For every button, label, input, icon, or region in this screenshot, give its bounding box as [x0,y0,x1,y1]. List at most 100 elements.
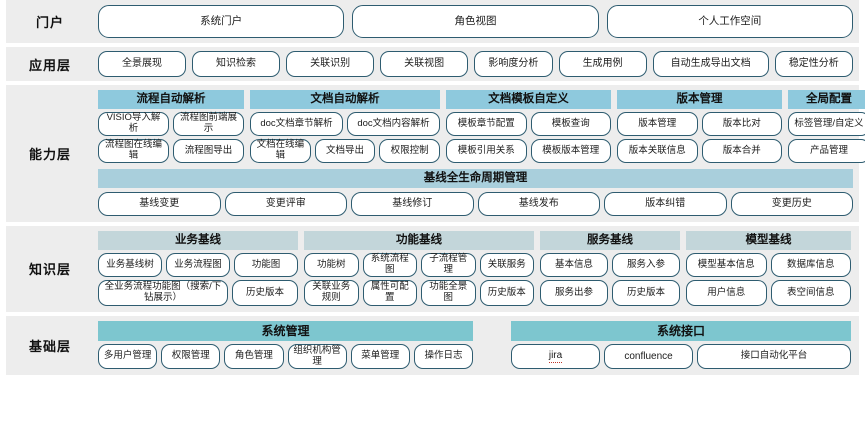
kn-item-service-input-param[interactable]: 服务入参 [612,253,680,277]
kn-item-related-business-rule[interactable]: 关联业务规则 [304,280,359,306]
portal-item-role-view[interactable]: 角色视图 [352,5,599,38]
kn-item-database-info[interactable]: 数据库信息 [770,253,851,277]
app-item-impact-analysis[interactable]: 影响度分析 [474,51,553,77]
application-items: 全景展现 知识检索 关联识别 关联视图 影响度分析 生成用例 自动生成导出文档 … [98,51,854,77]
app-item-auto-generate-export-doc[interactable]: 自动生成导出文档 [652,51,769,77]
capability-groups: 流程自动解析 VISIO导入解析 流程图前端展示 流程图在线编辑 流程图导出 文… [98,90,865,163]
cap-item-version-compare[interactable]: 版本比对 [701,112,782,136]
kn-item-function-tree[interactable]: 功能树 [304,253,359,277]
cap-item-version-merge[interactable]: 版本合并 [701,139,782,163]
group-row-1: 模板章节配置 模板查询 [446,112,611,136]
knowledge-group-model-baseline: 模型基线 模型基本信息 数据库信息 用户信息 表空间信息 [686,231,851,306]
fd-item-confluence[interactable]: confluence [604,344,694,369]
capability-body: 流程自动解析 VISIO导入解析 流程图前端展示 流程图在线编辑 流程图导出 文… [98,90,865,216]
group-title-global-config: 全局配置 [788,90,865,109]
app-item-generate-case[interactable]: 生成用例 [558,51,647,77]
cap-item-doc-chapter-parse[interactable]: doc文档章节解析 [250,112,343,136]
group-title-flow-parsing: 流程自动解析 [98,90,244,109]
kn-item-business-flowchart[interactable]: 业务流程图 [166,253,230,277]
cap-item-flowchart-online-edit[interactable]: 流程图在线编辑 [98,139,169,163]
kn-item-history-version-function[interactable]: 历史版本 [479,280,534,306]
group-row-1: 功能树 系统流程图 子流程管理 关联服务 [304,253,534,277]
kn-item-subprocess-management[interactable]: 子流程管理 [421,253,476,277]
lifecycle-item-baseline-revision[interactable]: 基线修订 [351,192,474,216]
kn-item-model-basic-info[interactable]: 模型基本信息 [686,253,767,277]
group-row-1: VISIO导入解析 流程图前端展示 [98,112,244,136]
cap-item-flowchart-export[interactable]: 流程图导出 [173,139,244,163]
cap-item-doc-online-edit[interactable]: 文档在线编辑 [250,139,311,163]
kn-item-user-info[interactable]: 用户信息 [686,280,767,306]
kn-item-full-business-flow-function-diagram[interactable]: 全业务流程功能图（搜索/下钻展示） [98,280,228,306]
app-item-panorama[interactable]: 全景展现 [98,51,187,77]
kn-item-history-version-service[interactable]: 历史版本 [612,280,680,306]
portal-item-personal-workspace[interactable]: 个人工作空间 [606,5,853,38]
cap-item-template-query[interactable]: 模板查询 [530,112,611,136]
kn-item-related-service[interactable]: 关联服务 [479,253,534,277]
knowledge-group-function-baseline: 功能基线 功能树 系统流程图 子流程管理 关联服务 关联业务规则 属性可配置 功… [304,231,534,306]
capability-group-global-config: 全局配置 标签管理/自定义 产品管理 [788,90,865,163]
group-title-doc-template: 文档模板自定义 [446,90,611,109]
knowledge-groups: 业务基线 业务基线树 业务流程图 功能图 全业务流程功能图（搜索/下钻展示） 历… [98,231,853,306]
knowledge-group-business-baseline: 业务基线 业务基线树 业务流程图 功能图 全业务流程功能图（搜索/下钻展示） 历… [98,231,298,306]
layer-row-foundation: 基础层 系统管理 多用户管理 权限管理 角色管理 组织机构管理 菜单管理 操作日… [6,316,859,375]
cap-item-version-management[interactable]: 版本管理 [617,112,698,136]
kn-item-basic-info[interactable]: 基本信息 [540,253,608,277]
kn-item-attribute-configurable[interactable]: 属性可配置 [362,280,417,306]
group-row-2: 服务出参 历史版本 [540,280,680,306]
group-title-baseline-lifecycle: 基线全生命周期管理 [98,169,853,188]
kn-item-function-diagram[interactable]: 功能图 [234,253,298,277]
cap-item-version-relation-info[interactable]: 版本关联信息 [617,139,698,163]
cap-item-doc-export[interactable]: 文档导出 [314,139,376,163]
layer-row-knowledge: 知识层 业务基线 业务基线树 业务流程图 功能图 全业务流程功能图（搜索/下钻展… [6,226,859,312]
app-item-relation-recognition[interactable]: 关联识别 [286,51,375,77]
portal-item-system-portal[interactable]: 系统门户 [98,5,345,38]
cap-item-product-management[interactable]: 产品管理 [788,139,865,163]
cap-item-template-version-management[interactable]: 模板版本管理 [530,139,611,163]
lifecycle-item-change-history[interactable]: 变更历史 [730,192,853,216]
layer-label-portal: 门户 [35,15,64,30]
layer-row-application: 应用层 全景展现 知识检索 关联识别 关联视图 影响度分析 生成用例 自动生成导… [6,47,859,81]
fd-item-role-management[interactable]: 角色管理 [224,344,284,369]
group-title-doc-parsing: 文档自动解析 [250,90,440,109]
kn-item-function-panorama[interactable]: 功能全景图 [421,280,476,306]
lifecycle-item-version-correction[interactable]: 版本纠错 [604,192,727,216]
fd-item-org-structure-management[interactable]: 组织机构管理 [287,344,347,369]
layer-label-foundation: 基础层 [28,338,71,354]
group-row-2: 关联业务规则 属性可配置 功能全景图 历史版本 [304,280,534,306]
group-title-system-interface: 系统接口 [511,321,851,341]
group-row-2: 版本关联信息 版本合并 [617,139,782,163]
layer-row-capability: 能力层 流程自动解析 VISIO导入解析 流程图前端展示 流程图在线编辑 流程图… [6,85,865,222]
kn-item-system-flowchart[interactable]: 系统流程图 [362,253,417,277]
group-row-1: doc文档章节解析 doc文档内容解析 [250,112,440,136]
app-item-stability-analysis[interactable]: 稳定性分析 [774,51,854,77]
foundation-group-system-interface: 系统接口 jira confluence 接口自动化平台 [511,321,851,369]
lifecycle-item-change-review[interactable]: 变更评审 [224,192,347,216]
cap-item-doc-content-parse[interactable]: doc文档内容解析 [347,112,440,136]
cap-item-permission-control[interactable]: 权限控制 [379,139,441,163]
group-title-version-management: 版本管理 [617,90,782,109]
kn-item-service-output-param[interactable]: 服务出参 [540,280,608,306]
fd-item-operation-log[interactable]: 操作日志 [413,344,474,369]
cap-item-visio-import-parse[interactable]: VISIO导入解析 [98,112,169,136]
system-management-items: 多用户管理 权限管理 角色管理 组织机构管理 菜单管理 操作日志 [98,344,474,369]
layer-label-knowledge: 知识层 [28,262,71,277]
app-item-relation-view[interactable]: 关联视图 [380,51,469,77]
kn-item-tablespace-info[interactable]: 表空间信息 [770,280,851,306]
app-item-knowledge-search[interactable]: 知识检索 [192,51,281,77]
cap-item-template-chapter-config[interactable]: 模板章节配置 [446,112,527,136]
cap-item-template-reference-relation[interactable]: 模板引用关系 [446,139,527,163]
kn-item-history-version-business[interactable]: 历史版本 [231,280,298,306]
fd-item-jira[interactable]: jira [511,344,601,369]
fd-item-permission-management[interactable]: 权限管理 [161,344,221,369]
cap-item-tag-management-custom[interactable]: 标签管理/自定义 [788,112,865,136]
group-row-2: 流程图在线编辑 流程图导出 [98,139,244,163]
cap-item-flowchart-frontend-display[interactable]: 流程图前端展示 [173,112,244,136]
fd-item-menu-management[interactable]: 菜单管理 [350,344,410,369]
kn-item-business-baseline-tree[interactable]: 业务基线树 [98,253,162,277]
confluence-label: confluence [624,350,673,362]
group-title-function-baseline: 功能基线 [304,231,534,250]
fd-item-interface-automation-platform[interactable]: 接口自动化平台 [697,344,851,369]
fd-item-multi-user-management[interactable]: 多用户管理 [98,344,158,369]
lifecycle-item-baseline-change[interactable]: 基线变更 [98,192,221,216]
lifecycle-item-baseline-release[interactable]: 基线发布 [477,192,600,216]
